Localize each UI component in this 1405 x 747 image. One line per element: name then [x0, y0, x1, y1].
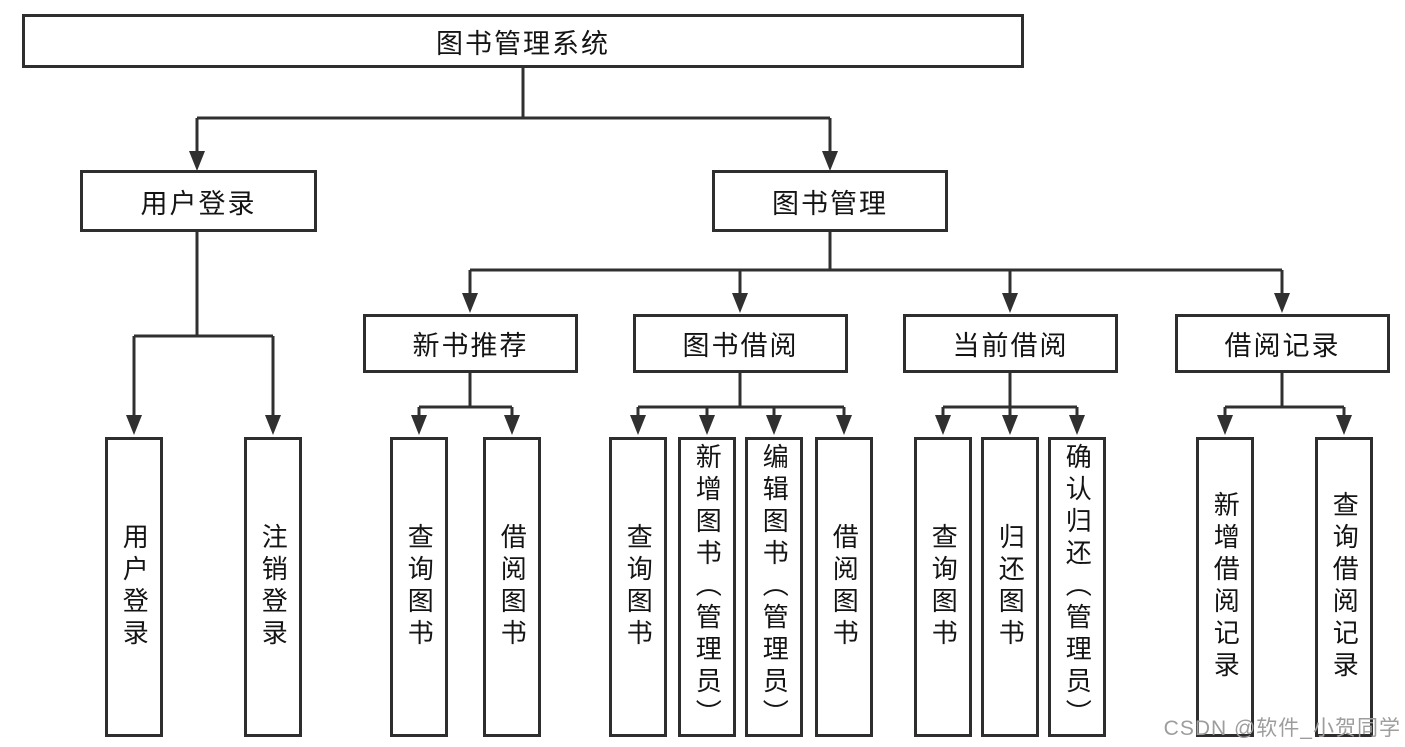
leaf-label: 借阅图书 — [497, 523, 528, 651]
connector-new-book-recommend-to-leaves — [411, 373, 520, 435]
node-current-borrow: 当前借阅 — [903, 314, 1118, 373]
leaf-label: 查询借阅记录 — [1329, 491, 1360, 683]
connector-root-to-level2 — [189, 68, 838, 171]
node-label: 图书借阅 — [682, 331, 799, 361]
leaf-label: 查询图书 — [404, 523, 435, 651]
leaf-label: 查询图书 — [928, 523, 959, 651]
node-library-management-system: 图书管理系统 — [22, 14, 1024, 68]
leaf-add-books-admin: 新增图书（管理员） — [678, 437, 736, 737]
leaf-query-borrow-record: 查询借阅记录 — [1315, 437, 1373, 737]
node-new-book-recommend: 新书推荐 — [363, 314, 578, 373]
leaf-label: 归还图书 — [995, 523, 1026, 651]
leaf-label: 注销登录 — [258, 523, 289, 651]
leaf-label: 查询图书 — [623, 523, 654, 651]
node-book-management: 图书管理 — [712, 170, 948, 232]
leaf-label: 新增图书（管理员） — [692, 443, 723, 731]
node-label: 借阅记录 — [1224, 331, 1341, 361]
leaf-logout-login: 注销登录 — [244, 437, 302, 737]
connector-current-borrow-to-leaves — [935, 373, 1085, 435]
leaf-user-login: 用户登录 — [105, 437, 163, 737]
node-label: 当前借阅 — [952, 331, 1069, 361]
node-label: 新书推荐 — [412, 331, 529, 361]
connector-user-login-to-leaves — [126, 232, 281, 435]
leaf-label: 用户登录 — [119, 523, 150, 651]
leaf-label: 确认归还（管理员） — [1062, 443, 1093, 731]
leaf-query-books: 查询图书 — [609, 437, 667, 737]
node-label: 用户登录 — [140, 188, 257, 219]
connector-borrow-records-to-leaves — [1217, 373, 1352, 435]
leaf-add-borrow-record: 新增借阅记录 — [1196, 437, 1254, 737]
connector-book-management-to-level3 — [462, 232, 1290, 313]
leaf-confirm-return-admin: 确认归还（管理员） — [1048, 437, 1106, 737]
leaf-label: 新增借阅记录 — [1210, 491, 1241, 683]
node-label: 图书管理 — [772, 188, 888, 219]
csdn-watermark: CSDN @软件_小贺同学 — [1163, 717, 1401, 740]
leaf-label: 借阅图书 — [829, 523, 860, 651]
leaf-query-books: 查询图书 — [914, 437, 972, 737]
leaf-query-books: 查询图书 — [390, 437, 448, 737]
connector-book-borrow-to-leaves — [630, 373, 852, 435]
leaf-borrow-books: 借阅图书 — [483, 437, 541, 737]
node-label: 图书管理系统 — [436, 28, 610, 59]
leaf-borrow-books: 借阅图书 — [815, 437, 873, 737]
node-user-login: 用户登录 — [80, 170, 317, 232]
leaf-return-books: 归还图书 — [981, 437, 1039, 737]
leaf-label: 编辑图书（管理员） — [759, 443, 790, 731]
node-borrow-records: 借阅记录 — [1175, 314, 1390, 373]
leaf-edit-books-admin: 编辑图书（管理员） — [745, 437, 803, 737]
node-book-borrow: 图书借阅 — [633, 314, 848, 373]
